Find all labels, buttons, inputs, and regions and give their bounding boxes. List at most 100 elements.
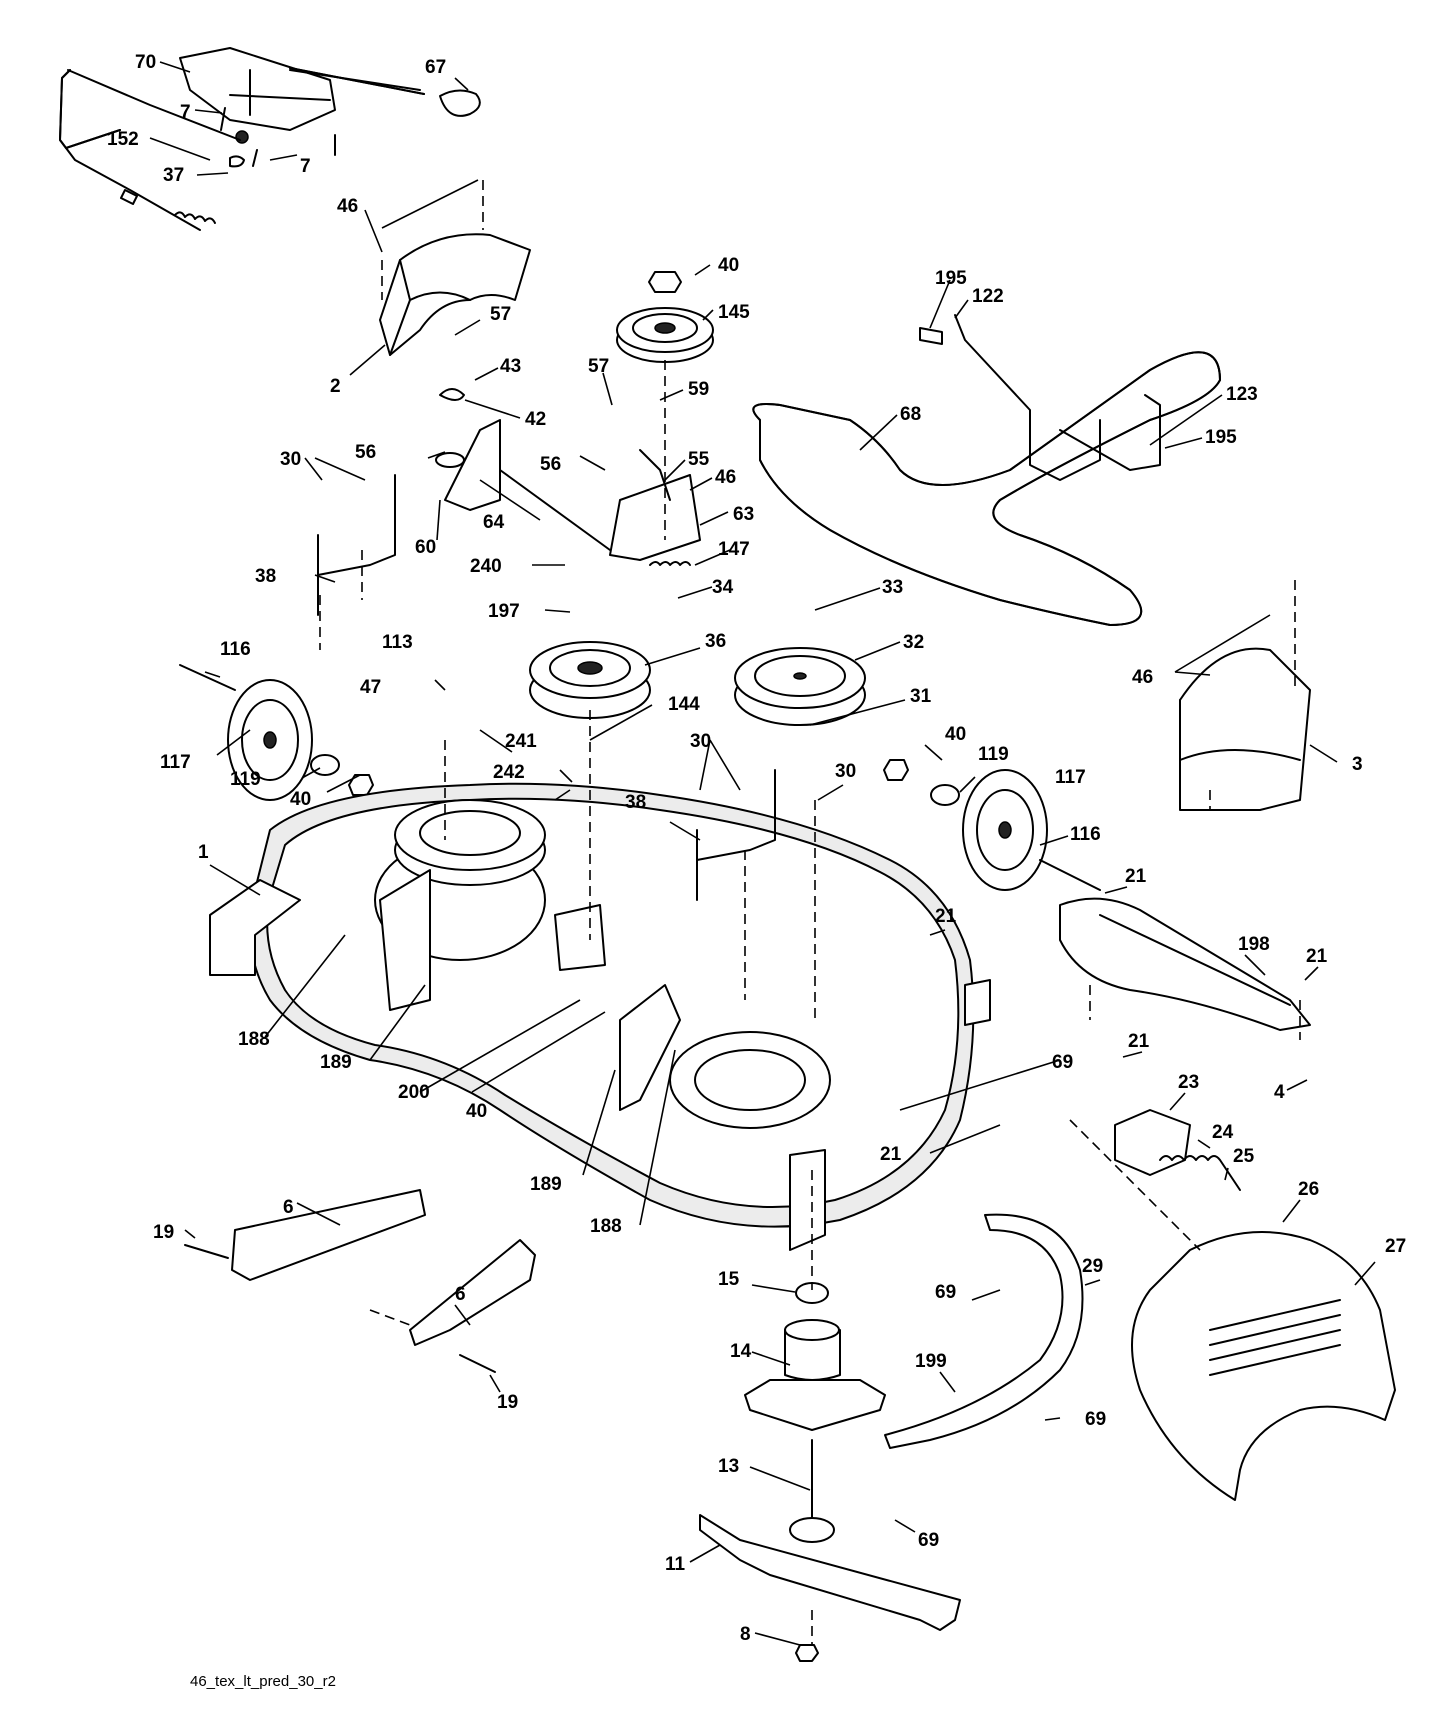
- drive-belt-68: [752, 351, 1221, 626]
- callout-19: 19: [153, 1222, 174, 1243]
- gauge-wheel-left: [179, 664, 374, 801]
- callout-152: 152: [107, 129, 139, 150]
- callout-189: 189: [320, 1052, 352, 1073]
- callout-38: 38: [255, 566, 276, 587]
- callout-13: 13: [718, 1456, 739, 1477]
- callout-7: 7: [180, 102, 191, 123]
- callout-63: 63: [733, 504, 754, 525]
- callout-40: 40: [718, 255, 739, 276]
- callout-38: 38: [625, 792, 646, 813]
- callout-59: 59: [688, 379, 709, 400]
- callout-21: 21: [935, 906, 957, 927]
- callout-11: 11: [665, 1554, 686, 1575]
- callout-188: 188: [590, 1216, 622, 1237]
- deck-housing: [209, 782, 991, 1251]
- gauge-wheel-right: [883, 759, 1101, 891]
- callout-21: 21: [1128, 1031, 1150, 1052]
- callout-6: 6: [283, 1197, 294, 1218]
- callout-30: 30: [690, 731, 711, 752]
- assembly-axes: [319, 180, 1301, 1645]
- idler-pulley-145: [616, 271, 714, 363]
- callout-30: 30: [835, 761, 856, 782]
- callout-40: 40: [290, 789, 311, 810]
- callout-198: 198: [1238, 934, 1270, 955]
- callout-23: 23: [1178, 1072, 1199, 1093]
- callout-25: 25: [1233, 1146, 1255, 1167]
- callout-26: 26: [1298, 1179, 1319, 1200]
- callout-4: 4: [1274, 1082, 1285, 1103]
- callout-199: 199: [915, 1351, 947, 1372]
- callout-242: 242: [493, 762, 525, 783]
- callout-29: 29: [1082, 1256, 1103, 1277]
- callout-70: 70: [135, 52, 156, 73]
- callout-21: 21: [1306, 946, 1328, 967]
- callout-122: 122: [972, 286, 1004, 307]
- callout-64: 64: [483, 512, 505, 533]
- callout-7: 7: [300, 156, 311, 177]
- callout-117: 117: [1055, 767, 1086, 788]
- deflector-rod: [884, 1213, 1084, 1449]
- callout-197: 197: [488, 601, 520, 622]
- callout-36: 36: [705, 631, 726, 652]
- callout-40: 40: [466, 1101, 487, 1122]
- spindle-pulley-32: [734, 647, 866, 726]
- callout-69: 69: [935, 1282, 956, 1303]
- callout-21: 21: [1125, 866, 1147, 887]
- callout-200: 200: [398, 1082, 430, 1103]
- belt-cover-left: [379, 233, 531, 356]
- callout-144: 144: [668, 694, 700, 715]
- belt-cover-right: [1179, 647, 1311, 811]
- lift-rods: [317, 474, 776, 901]
- callout-leaders: [149, 61, 1376, 1646]
- belt-guide-rods: [919, 314, 1161, 481]
- callout-241: 241: [505, 731, 537, 752]
- callout-33: 33: [882, 577, 903, 598]
- callout-15: 15: [718, 1269, 740, 1290]
- callout-145: 145: [718, 302, 750, 323]
- callout-116: 116: [1070, 824, 1101, 845]
- callout-8: 8: [740, 1624, 751, 1645]
- callout-240: 240: [470, 556, 502, 577]
- callout-147: 147: [718, 539, 750, 560]
- callout-68: 68: [900, 404, 921, 425]
- callout-123: 123: [1226, 384, 1258, 405]
- callout-labels: 70 67 7 7 152 37 46 2 57 4 3 42 40 145 57…: [107, 52, 1406, 1645]
- callout-14: 14: [730, 1341, 752, 1362]
- callout-6: 6: [455, 1284, 466, 1305]
- callout-57: 57: [490, 304, 511, 325]
- callout-3: 3: [1352, 754, 1363, 775]
- callout-42: 42: [525, 409, 546, 430]
- callout-19: 19: [497, 1392, 518, 1413]
- callout-2: 2: [330, 376, 341, 397]
- lift-linkage-assembly: [59, 47, 481, 231]
- discharge-chute: [1131, 1231, 1396, 1501]
- callout-24: 24: [1212, 1122, 1234, 1143]
- diagram-caption: 46_tex_lt_pred_30_r2: [190, 1673, 336, 1690]
- callout-1: 1: [198, 842, 209, 863]
- callout-46: 46: [337, 196, 358, 217]
- callout-69: 69: [918, 1530, 939, 1551]
- callout-60: 60: [415, 537, 436, 558]
- deflector-bracket: [1059, 897, 1311, 1191]
- callout-116: 116: [220, 639, 251, 660]
- idler-arm-assembly: [435, 388, 701, 566]
- callout-21: 21: [880, 1144, 902, 1165]
- callout-69: 69: [1052, 1052, 1073, 1073]
- callout-34: 34: [712, 577, 734, 598]
- callout-195: 195: [1205, 427, 1237, 448]
- callout-119: 119: [978, 744, 1009, 765]
- callout-117: 117: [160, 752, 191, 773]
- callout-37: 37: [163, 165, 184, 186]
- callout-57: 57: [588, 356, 609, 377]
- callout-32: 32: [903, 632, 924, 653]
- idler-pulley-36: [529, 641, 651, 719]
- callout-40: 40: [945, 724, 966, 745]
- callout-47: 47: [360, 677, 381, 698]
- callout-67: 67: [425, 57, 446, 78]
- callout-119: 119: [230, 769, 261, 790]
- callout-31: 31: [910, 686, 932, 707]
- callout-195: 195: [935, 268, 967, 289]
- callout-189: 189: [530, 1174, 562, 1195]
- callout-27: 27: [1385, 1236, 1406, 1257]
